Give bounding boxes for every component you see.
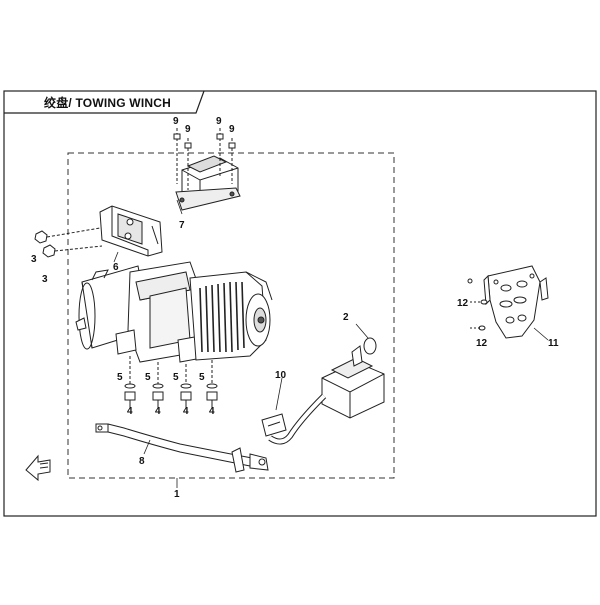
callout-7: 7 <box>179 220 185 231</box>
callout-9b: 9 <box>185 124 191 135</box>
callout-4c: 4 <box>183 406 189 417</box>
callout-4d: 4 <box>209 406 215 417</box>
mounting-plate <box>483 265 549 339</box>
callout-4b: 4 <box>155 406 161 417</box>
winch-assembly <box>75 261 273 363</box>
callout-5c: 5 <box>173 372 179 383</box>
callout-5b: 5 <box>145 372 151 383</box>
callout-9c: 9 <box>216 116 222 127</box>
assembly-dashed-boundary <box>67 152 395 479</box>
callout-12a: 12 <box>457 298 469 309</box>
mounting-bolts-4 <box>124 356 218 408</box>
callout-3b: 3 <box>42 274 48 285</box>
title-tab <box>4 90 205 114</box>
bolts-3 <box>34 227 103 258</box>
bolts-12 <box>467 278 488 331</box>
solenoid-relay-box <box>175 155 241 211</box>
leader-8 <box>143 439 151 455</box>
outer-frame <box>3 90 597 517</box>
page-title: 绞盘/ TOWING WINCH <box>44 96 171 110</box>
callout-5d: 5 <box>199 372 205 383</box>
callout-3a: 3 <box>31 254 37 265</box>
control-switch-assembly <box>261 337 385 445</box>
roller-fairlead-bracket <box>99 205 163 257</box>
front-direction-icon <box>25 454 51 482</box>
callout-9d: 9 <box>229 124 235 135</box>
callout-5a: 5 <box>117 372 123 383</box>
callout-9a: 9 <box>173 116 179 127</box>
bolts-9 <box>173 128 236 190</box>
callout-12b: 12 <box>476 338 488 349</box>
callout-8: 8 <box>139 456 145 467</box>
callout-10: 10 <box>275 370 287 381</box>
callout-11: 11 <box>548 338 559 349</box>
callout-4a: 4 <box>127 406 133 417</box>
callout-1: 1 <box>174 489 180 500</box>
battery-cable <box>95 423 269 473</box>
callout-2: 2 <box>343 312 349 323</box>
callout-6: 6 <box>113 262 119 273</box>
